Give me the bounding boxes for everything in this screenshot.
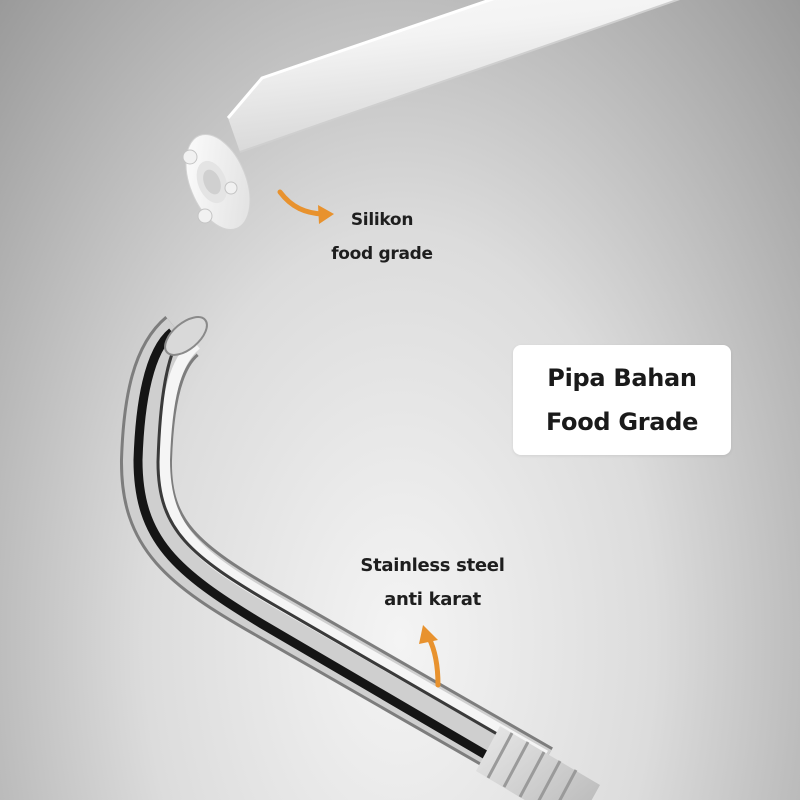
title-card: Pipa Bahan Food Grade	[513, 345, 731, 455]
steel-arrow-icon	[419, 625, 441, 688]
title-line1: Pipa Bahan	[547, 364, 697, 392]
stainless-steel-pipe	[119, 316, 600, 800]
steel-label-line1: Stainless steel	[360, 555, 505, 576]
title-line2: Food Grade	[545, 408, 699, 436]
silicone-callout-label: Silikon food grade	[320, 203, 444, 271]
silicone-label-line1: Silikon	[350, 210, 414, 230]
steel-callout-label: Stainless steel anti karat	[340, 549, 525, 617]
steel-label-line2: anti karat	[384, 589, 481, 610]
silicone-arrow-icon	[277, 189, 334, 224]
silicone-label-line2: food grade	[331, 244, 433, 264]
silicone-tube	[182, 0, 681, 231]
